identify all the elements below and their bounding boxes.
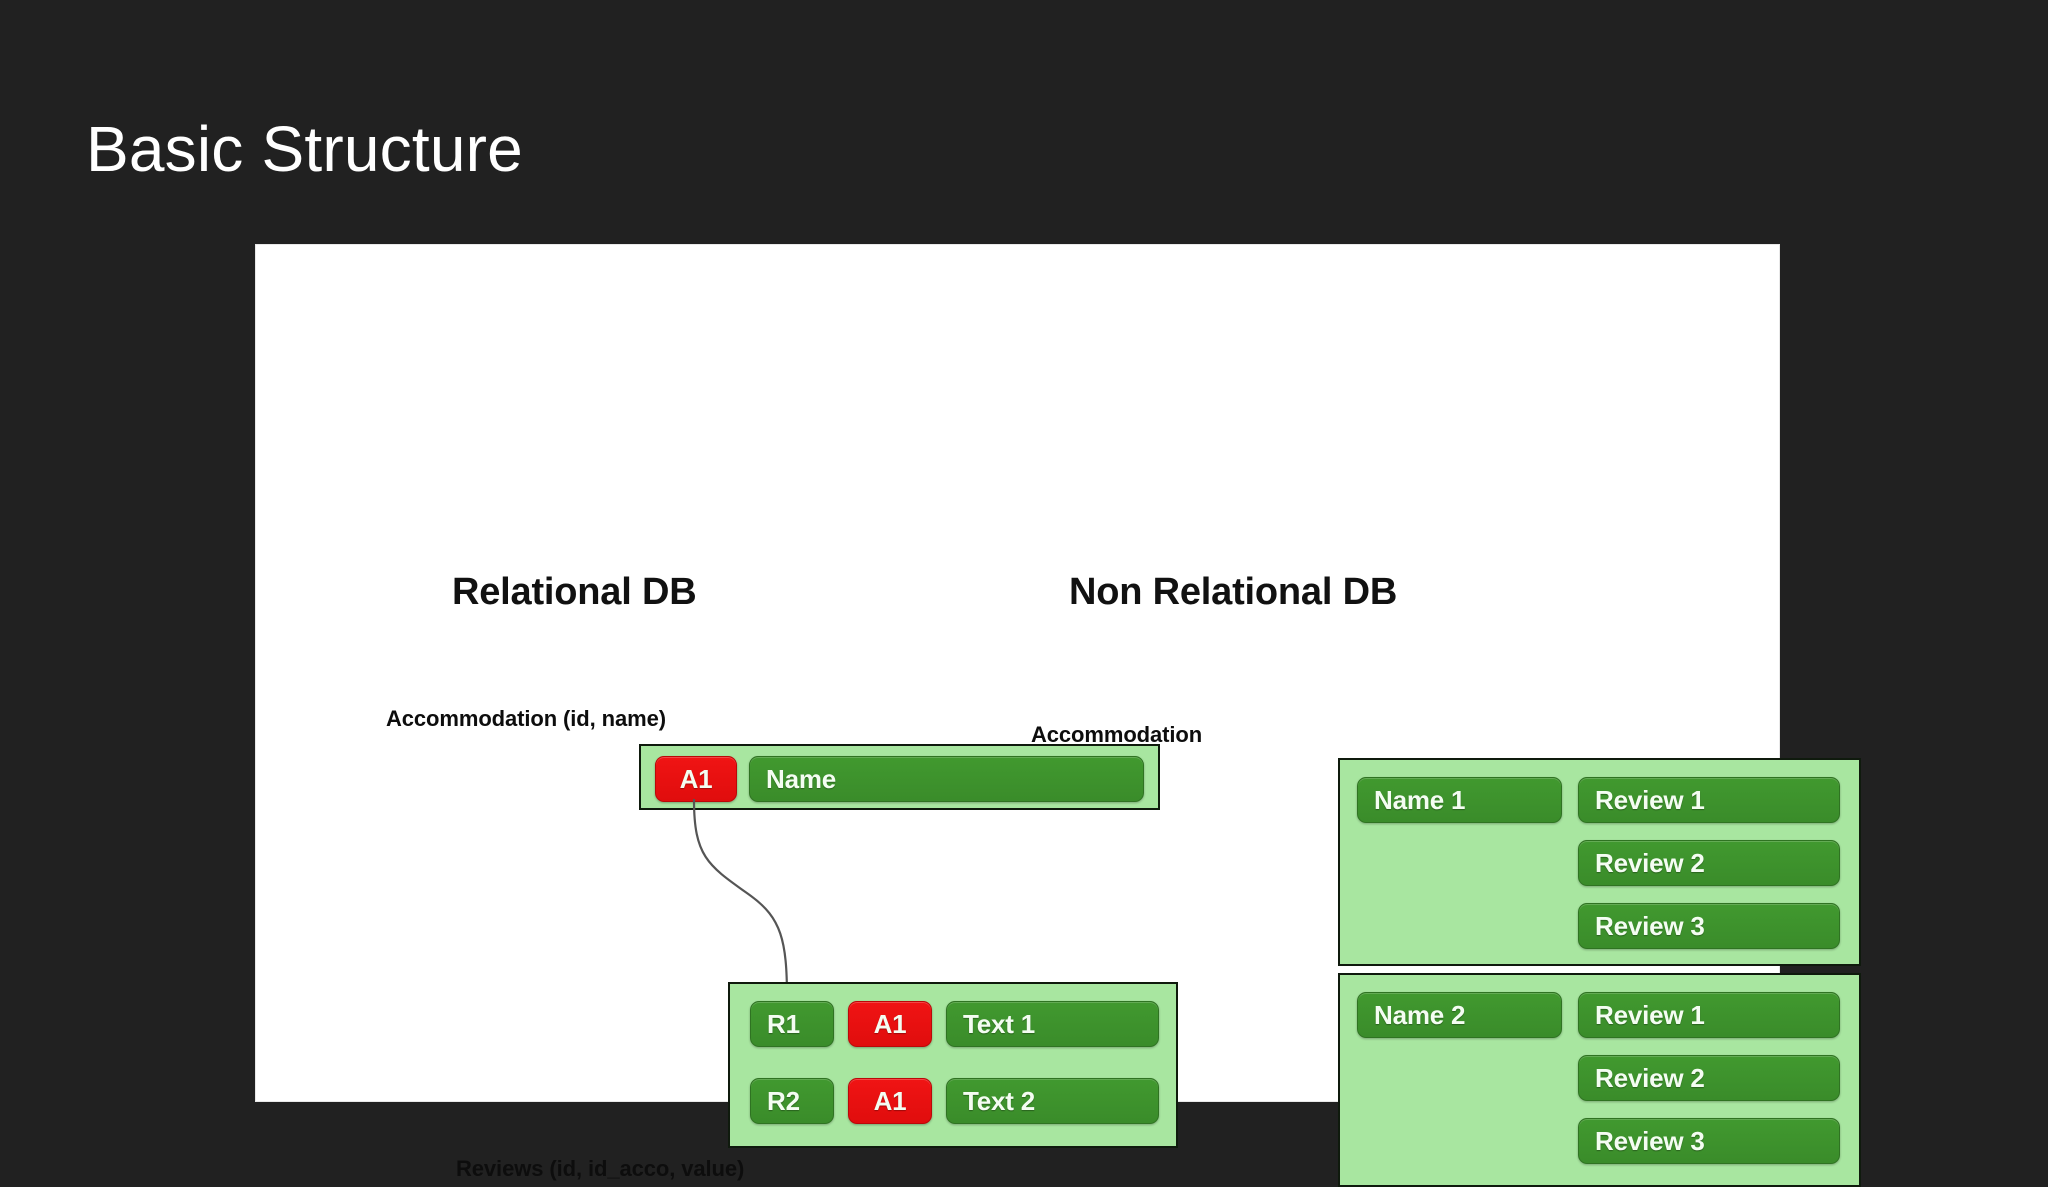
accommodation-table-caption: Accommodation (id, name): [386, 706, 666, 731]
reviews-row2-value-cell: Text 2: [946, 1078, 1159, 1124]
accommodation-table: A1 Name: [639, 744, 1160, 810]
reviews-table-caption: Reviews (id, id_acco, value): [456, 1156, 745, 1181]
document-review-field: Review 2: [1578, 1055, 1840, 1101]
accommodation-name-cell: Name: [749, 756, 1144, 802]
relational-db-heading: Relational DB: [452, 571, 697, 613]
document-review-field: Review 3: [1578, 1118, 1840, 1164]
reviews-row1-id-cell: R1: [750, 1001, 834, 1047]
reviews-row2-id-cell: R2: [750, 1078, 834, 1124]
reviews-row1-value-cell: Text 1: [946, 1001, 1159, 1047]
accommodation-collection-caption: Accommodation: [1031, 722, 1203, 747]
reviews-row1-foreign-key-cell: A1: [848, 1001, 932, 1047]
document-name-field: Name 2: [1357, 992, 1562, 1038]
reviews-row2-foreign-key-cell: A1: [848, 1078, 932, 1124]
page-title: Basic Structure: [86, 113, 523, 185]
reviews-table: R1 A1 Text 1 R2 A1 Text 2: [728, 982, 1178, 1148]
document-card: Name 1 Review 1 Review 2 Review 3: [1338, 758, 1861, 966]
document-review-field: Review 1: [1578, 992, 1840, 1038]
document-card: Name 2 Review 1 Review 2 Review 3: [1338, 973, 1861, 1187]
document-review-field: Review 2: [1578, 840, 1840, 886]
accommodation-primary-key-cell: A1: [655, 756, 737, 802]
document-review-field: Review 1: [1578, 777, 1840, 823]
diagram-canvas: Relational DB Accommodation (id, name) A…: [256, 245, 1861, 1187]
non-relational-db-heading: Non Relational DB: [1069, 571, 1398, 613]
document-name-field: Name 1: [1357, 777, 1562, 823]
foreign-key-connector-line: [692, 798, 789, 1000]
document-review-field: Review 3: [1578, 903, 1840, 949]
